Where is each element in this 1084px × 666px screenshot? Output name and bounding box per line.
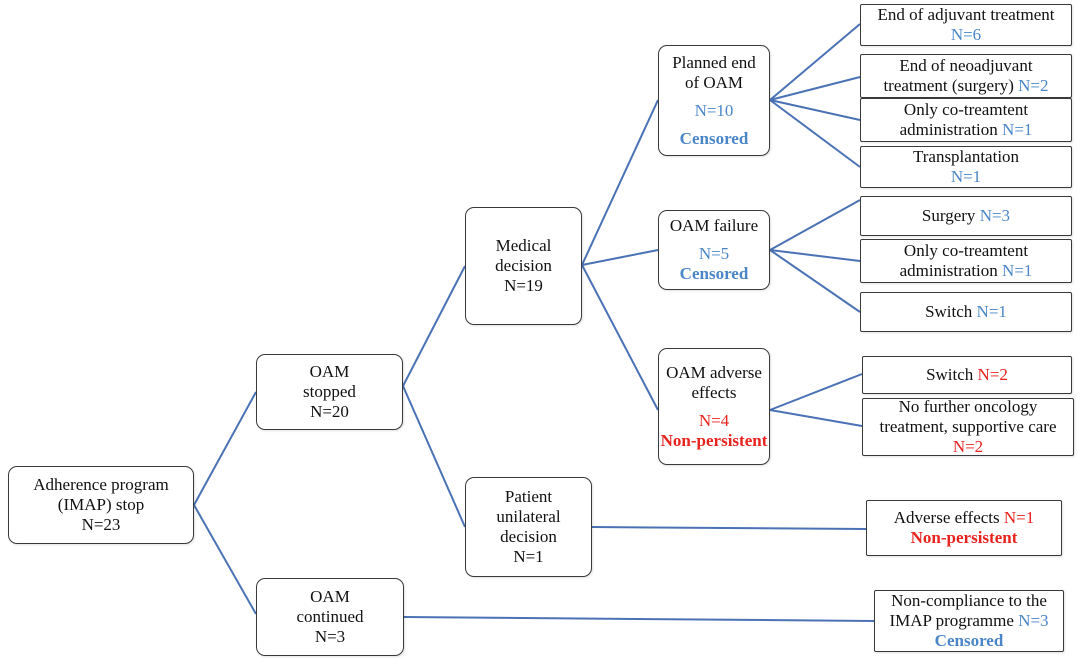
- leaf-switch-2: Switch N=2: [862, 356, 1072, 394]
- leaf-neoadjuvant-count: N=2: [1018, 76, 1049, 95]
- leaf-cotreat1-label-1: Only co-treamtent: [903, 100, 1029, 119]
- leaf-non-compliance: Non-compliance to the IMAP programme N=3…: [874, 590, 1064, 652]
- edge-continued-noncompliance: [403, 616, 875, 622]
- leaf-switch2-count: N=2: [977, 365, 1008, 384]
- planned-count: N=10: [694, 100, 734, 120]
- edge-adverse-switch: [769, 373, 863, 411]
- edge-stopped-medical: [402, 265, 466, 387]
- medical-count: N=19: [504, 276, 543, 295]
- edge-medical-adverse: [581, 264, 659, 411]
- leaf-surgery-count: N=3: [979, 206, 1011, 225]
- leaf-switch2-label: Switch: [926, 365, 974, 384]
- leaf-adverse-effects: Adverse effects N=1 Non-persistent: [866, 500, 1062, 556]
- root-count: N=23: [81, 515, 121, 534]
- edge-medical-planned: [581, 99, 659, 266]
- leaf-nofurther-count: N=2: [952, 437, 984, 456]
- edge-failure-cotreat: [769, 249, 861, 262]
- medical-decision-node: Medical decision N=19: [465, 207, 582, 325]
- failure-status: Censored: [679, 264, 749, 283]
- leaf-nofurther-label-2: treatment, supportive care: [879, 417, 1057, 436]
- leaf-switch1-label: Switch: [925, 302, 973, 321]
- leaf-neoadjuvant-label-1: End of neoadjuvant: [899, 56, 1033, 75]
- edge-root-continued: [193, 504, 257, 615]
- oam-stopped-node: OAM stopped N=20: [256, 354, 403, 430]
- leaf-noncompliance-count: N=3: [1018, 611, 1049, 630]
- leaf-no-further-treatment: No further oncology treatment, supportiv…: [862, 397, 1074, 456]
- root-label-2: (IMAP) stop: [57, 495, 145, 514]
- edge-failure-surgery: [769, 199, 861, 251]
- edge-adverse-nofurther: [769, 409, 863, 427]
- root-node: Adherence program (IMAP) stop N=23: [8, 466, 194, 544]
- oam-failure-node: OAM failure N=5 Censored: [658, 210, 770, 290]
- leaf-cotreat1-count: N=1: [1002, 120, 1033, 139]
- edge-stopped-patient: [402, 385, 466, 528]
- edge-patient-adverse: [591, 526, 867, 530]
- planned-end-node: Planned end of OAM N=10 Censored: [658, 45, 770, 156]
- leaf-switch-1: Switch N=1: [860, 292, 1072, 332]
- failure-count: N=5: [698, 244, 730, 263]
- leaf-cotreatment-1: Only co-treamtent administration N=1: [860, 98, 1072, 142]
- oam-continued-node: OAM continued N=3: [256, 578, 404, 656]
- adverse-count: N=4: [698, 410, 730, 430]
- edge-root-stopped: [193, 391, 257, 506]
- leaf-adverse-status: Non-persistent: [910, 528, 1018, 547]
- oam-adverse-effects-node: OAM adverse effects N=4 Non-persistent: [658, 348, 770, 465]
- leaf-surgery: Surgery N=3: [860, 196, 1072, 236]
- leaf-noncompliance-label-2: IMAP programme: [889, 611, 1014, 630]
- leaf-cotreatment-2: Only co-treamtent administration N=1: [860, 239, 1072, 283]
- adverse-label-2: effects: [691, 382, 737, 402]
- leaf-neoadjuvant-label-2: treatment (surgery): [883, 76, 1014, 95]
- planned-status: Censored: [679, 128, 749, 148]
- edge-medical-failure: [581, 249, 659, 266]
- medical-label-1: Medical: [495, 236, 552, 255]
- patient-label-2: unilateral: [496, 507, 561, 526]
- leaf-nofurther-label-1: No further oncology: [898, 397, 1038, 416]
- edge-failure-switch: [769, 249, 861, 313]
- adverse-status: Non-persistent: [660, 430, 768, 450]
- leaf-adjuvant: End of adjuvant treatment N=6: [860, 4, 1072, 46]
- edge-planned-adjuvant: [769, 23, 861, 101]
- continued-label-2: continued: [296, 607, 364, 626]
- root-label-1: Adherence program: [33, 475, 169, 494]
- leaf-neoadjuvant: End of neoadjuvant treatment (surgery) N…: [860, 54, 1072, 98]
- edge-planned-neoadjuvant: [769, 76, 861, 101]
- stopped-label-2: stopped: [303, 382, 356, 401]
- leaf-transplant-count: N=1: [950, 167, 982, 186]
- failure-label-1: OAM failure: [669, 216, 759, 235]
- leaf-surgery-label: Surgery: [921, 206, 976, 225]
- stopped-label-1: OAM: [309, 362, 350, 381]
- leaf-adjuvant-count: N=6: [950, 25, 982, 44]
- continued-label-1: OAM: [310, 587, 350, 606]
- leaf-adjuvant-label: End of adjuvant treatment: [877, 5, 1055, 24]
- leaf-cotreat1-label-2: administration: [899, 120, 998, 139]
- patient-label-3: decision: [500, 527, 557, 546]
- leaf-transplantation: Transplantation N=1: [860, 146, 1072, 188]
- edge-planned-cotreat: [769, 99, 861, 121]
- patient-label-1: Patient: [504, 487, 553, 506]
- leaf-cotreat2-label-1: Only co-treamtent: [903, 241, 1029, 260]
- continued-count: N=3: [314, 627, 346, 646]
- leaf-cotreat2-count: N=1: [1002, 261, 1033, 280]
- planned-label-2: of OAM: [684, 72, 744, 92]
- patient-decision-node: Patient unilateral decision N=1: [465, 477, 592, 577]
- leaf-adverse-count: N=1: [1003, 508, 1035, 527]
- medical-label-2: decision: [495, 256, 552, 275]
- leaf-noncompliance-label-1: Non-compliance to the: [891, 591, 1047, 610]
- leaf-cotreat2-label-2: administration: [899, 261, 998, 280]
- leaf-adverse-label: Adverse effects: [893, 508, 1000, 527]
- leaf-noncompliance-status: Censored: [934, 631, 1004, 650]
- leaf-switch1-count: N=1: [976, 302, 1007, 321]
- stopped-count: N=20: [310, 402, 349, 421]
- patient-count: N=1: [513, 547, 544, 566]
- adverse-label-1: OAM adverse: [666, 362, 762, 382]
- planned-label-1: Planned end: [672, 52, 756, 72]
- leaf-transplant-label: Transplantation: [912, 147, 1020, 166]
- edge-planned-transplant: [769, 99, 861, 168]
